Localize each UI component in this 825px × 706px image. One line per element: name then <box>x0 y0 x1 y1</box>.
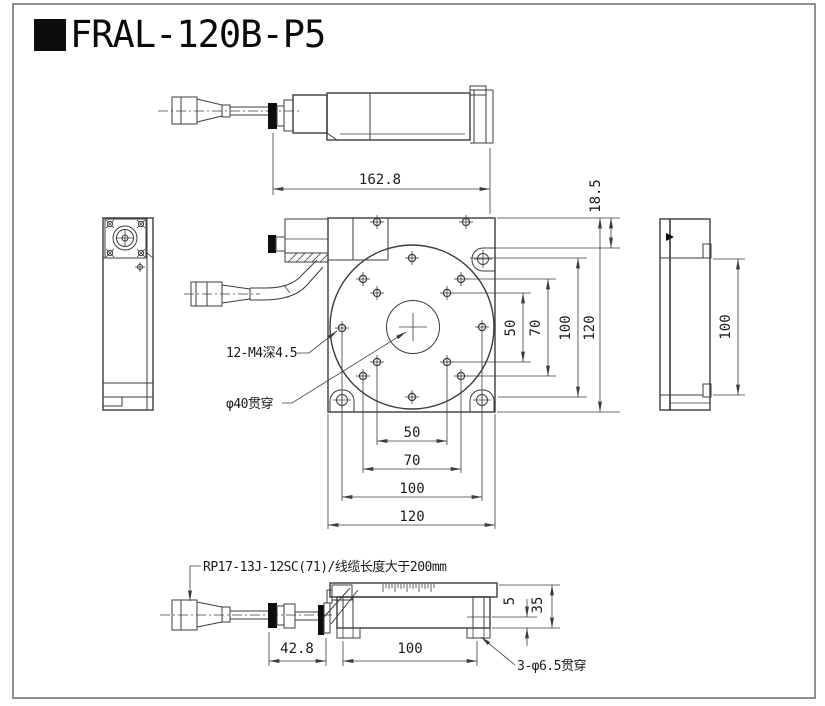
index-mark <box>666 233 674 241</box>
dim-text-right-50: 50 <box>503 320 519 337</box>
label-center-hole: φ40贯穿 <box>226 396 273 412</box>
dim-text-right-70: 70 <box>528 320 544 337</box>
dim-text-bottom-70: 70 <box>404 453 421 469</box>
main-plan-view <box>184 214 496 413</box>
right-side-view <box>659 218 712 411</box>
dims-bottom-chain: 50 70 100 120 <box>327 334 496 529</box>
dim-overall-width: 162.8 <box>272 133 491 214</box>
dim-text-right-120: 120 <box>582 315 598 340</box>
dim-text-5: 5 <box>502 597 518 605</box>
label-screw-holes: 12-M4深4.5 <box>226 346 297 361</box>
dim-text-right-100: 100 <box>558 315 574 340</box>
dim-text-side-100: 100 <box>718 314 734 339</box>
label-cable-spec: RP17-13J-12SC(71)/线缆长度大于200mm <box>203 559 447 575</box>
main-view-annotations: 12-M4深4.5 φ40贯穿 <box>226 330 407 412</box>
dim-text-18-5: 18.5 <box>588 179 604 213</box>
graduation-scale <box>382 584 435 592</box>
page-title: FRAL-120B-P5 <box>70 13 325 56</box>
front-view-dims: 42.8 100 5 35 RP17-13J-12SC(71)/线缆长度大于20… <box>188 559 587 674</box>
dims-right-chain: 18.5 50 70 100 120 <box>453 179 620 413</box>
dim-text-bottom-100: 100 <box>399 481 424 497</box>
title-square-marker <box>34 19 66 51</box>
drawing-border <box>12 3 816 699</box>
dim-text-bottom-50: 50 <box>404 425 421 441</box>
center-through-hole <box>386 300 440 354</box>
front-view <box>160 582 498 639</box>
dim-text-bottom-120: 120 <box>399 509 424 525</box>
table-top-edge <box>329 582 498 598</box>
dim-text-42-8: 42.8 <box>280 641 314 657</box>
top-view <box>158 85 494 144</box>
label-base-holes: 3-φ6.5贯穿 <box>517 658 586 674</box>
dim-text-35: 35 <box>530 597 546 614</box>
rotary-table <box>329 244 495 410</box>
dim-side-height: 100 <box>713 258 745 396</box>
base-plate <box>327 217 496 413</box>
title-block: FRAL-120B-P5 <box>34 13 326 56</box>
left-side-view <box>102 217 154 411</box>
dim-text-front-100: 100 <box>397 641 422 657</box>
dim-text-162-8: 162.8 <box>359 172 401 188</box>
